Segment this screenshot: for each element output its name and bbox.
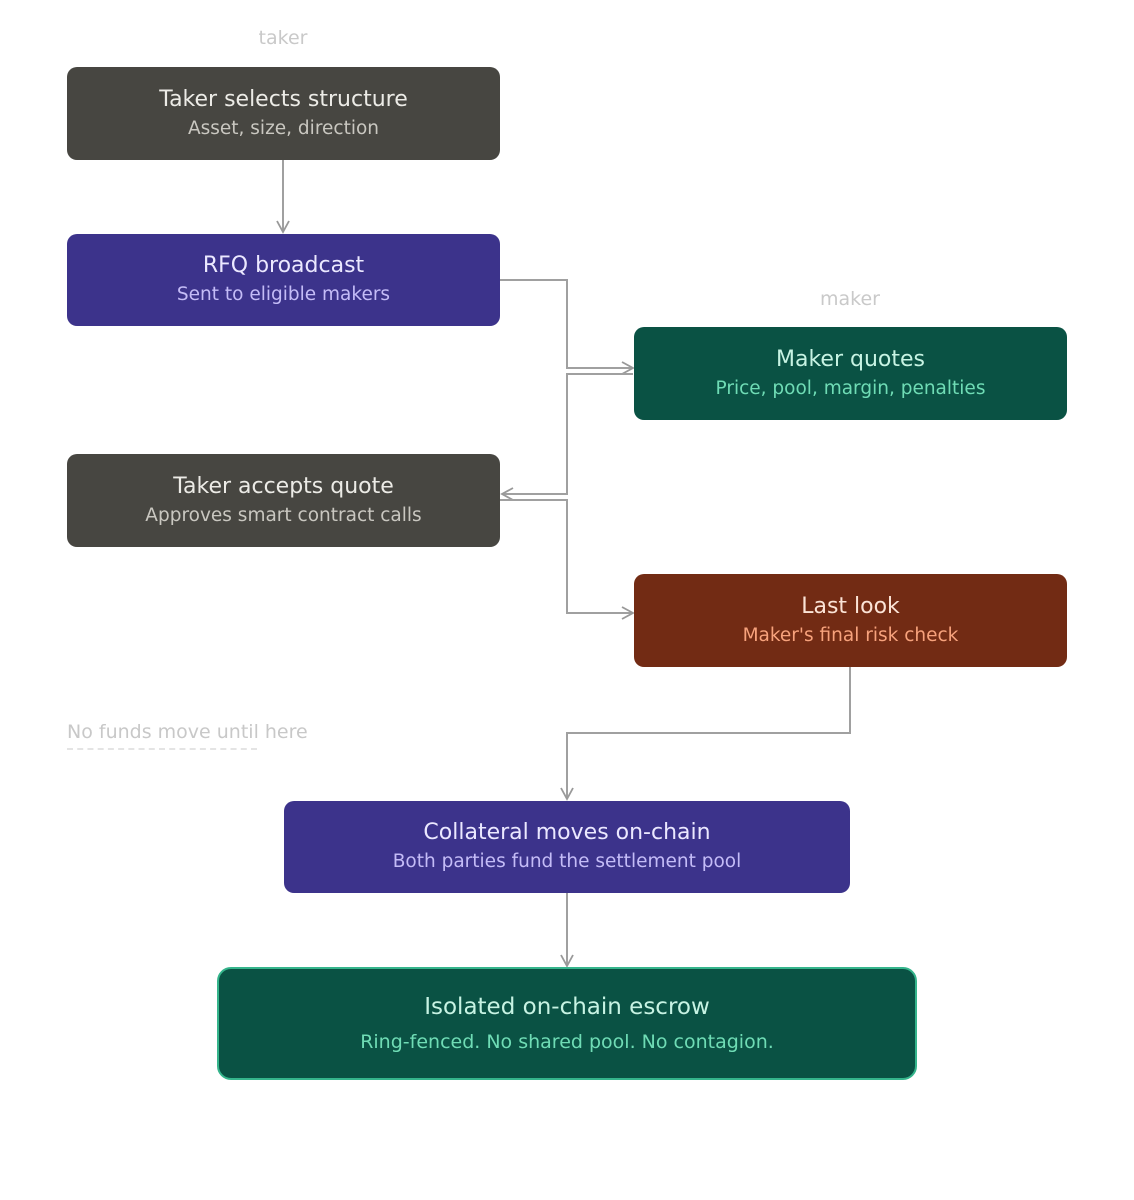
node-subtitle: Both parties fund the settlement pool bbox=[392, 851, 742, 872]
node-title: Taker accepts quote bbox=[173, 473, 394, 499]
node-taker-accepts-quote: Taker accepts quote Approves smart contr… bbox=[67, 454, 500, 547]
edge-quotes-to-accept bbox=[500, 373, 633, 501]
node-title: RFQ broadcast bbox=[202, 253, 365, 278]
no-funds-divider bbox=[67, 748, 257, 750]
node-subtitle: Asset, size, direction bbox=[187, 117, 380, 139]
no-funds-note: No funds move until here bbox=[67, 721, 308, 743]
edge-accept-to-lastlook bbox=[500, 499, 635, 620]
node-title: Last look bbox=[801, 593, 900, 619]
lane-label-taker: taker bbox=[258, 27, 308, 49]
node-subtitle: Maker's final risk check bbox=[742, 624, 959, 646]
edge-lastlook-to-collateral bbox=[560, 667, 851, 801]
node-taker-selects-structure: Taker selects structure Asset, size, dir… bbox=[67, 67, 500, 160]
edge-rfq-to-quotes bbox=[500, 279, 635, 375]
node-subtitle: Sent to eligible makers bbox=[176, 284, 391, 305]
lane-label-maker: maker bbox=[820, 288, 880, 310]
node-title: Isolated on-chain escrow bbox=[424, 993, 710, 1020]
node-rfq-broadcast: RFQ broadcast Sent to eligible makers bbox=[67, 234, 500, 326]
node-last-look: Last look Maker's final risk check bbox=[634, 574, 1067, 667]
node-title: Collateral moves on-chain bbox=[423, 820, 711, 845]
node-collateral-moves: Collateral moves on-chain Both parties f… bbox=[284, 801, 850, 893]
node-maker-quotes: Maker quotes Price, pool, margin, penalt… bbox=[634, 327, 1067, 420]
node-title: Maker quotes bbox=[776, 346, 925, 372]
node-subtitle: Ring-fenced. No shared pool. No contagio… bbox=[360, 1030, 774, 1053]
node-subtitle: Price, pool, margin, penalties bbox=[715, 377, 986, 399]
node-isolated-escrow: Isolated on-chain escrow Ring-fenced. No… bbox=[217, 967, 917, 1080]
node-subtitle: Approves smart contract calls bbox=[145, 504, 422, 526]
node-title: Taker selects structure bbox=[159, 86, 408, 112]
